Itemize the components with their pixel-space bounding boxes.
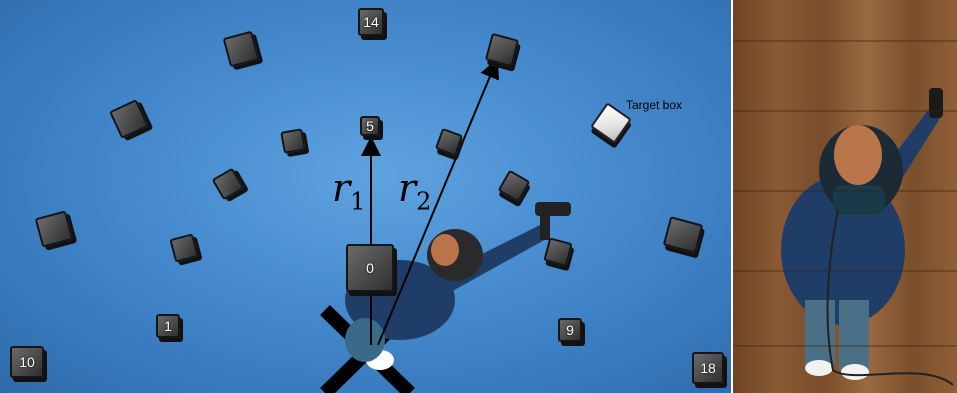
cube-18: 18 (692, 352, 724, 384)
r2-arrow (378, 62, 496, 345)
cube-9: 9 (558, 318, 582, 342)
r1-symbol: r (332, 166, 350, 210)
person-with-vr-headset-icon (733, 0, 957, 393)
target-label: Target box (626, 98, 682, 112)
cube-1: 1 (156, 314, 180, 338)
r2-symbol: r (398, 166, 416, 210)
r2-label: r2 (398, 166, 431, 216)
cube-5: 5 (360, 116, 380, 136)
r1-label: r1 (332, 166, 365, 216)
cube-label: 1 (156, 314, 180, 338)
vr-user-photo (733, 0, 957, 393)
cube-label: 18 (692, 352, 724, 384)
r2-subscript: 2 (416, 188, 431, 216)
cube-10: 10 (10, 346, 44, 378)
cube-label: 5 (360, 116, 380, 136)
cube-unlabeled (280, 128, 305, 153)
r1-subscript: 1 (350, 188, 365, 216)
cube-label: 10 (10, 346, 44, 378)
radius-arrows (0, 0, 731, 393)
cube-label: 9 (558, 318, 582, 342)
cube-14: 14 (358, 8, 384, 36)
cube-label: 0 (346, 244, 394, 292)
cube-0: 0 (346, 244, 394, 292)
vr-scene-view: Target box 14 5 0 1 10 9 18 (0, 0, 731, 393)
cube-label: 14 (358, 8, 384, 36)
